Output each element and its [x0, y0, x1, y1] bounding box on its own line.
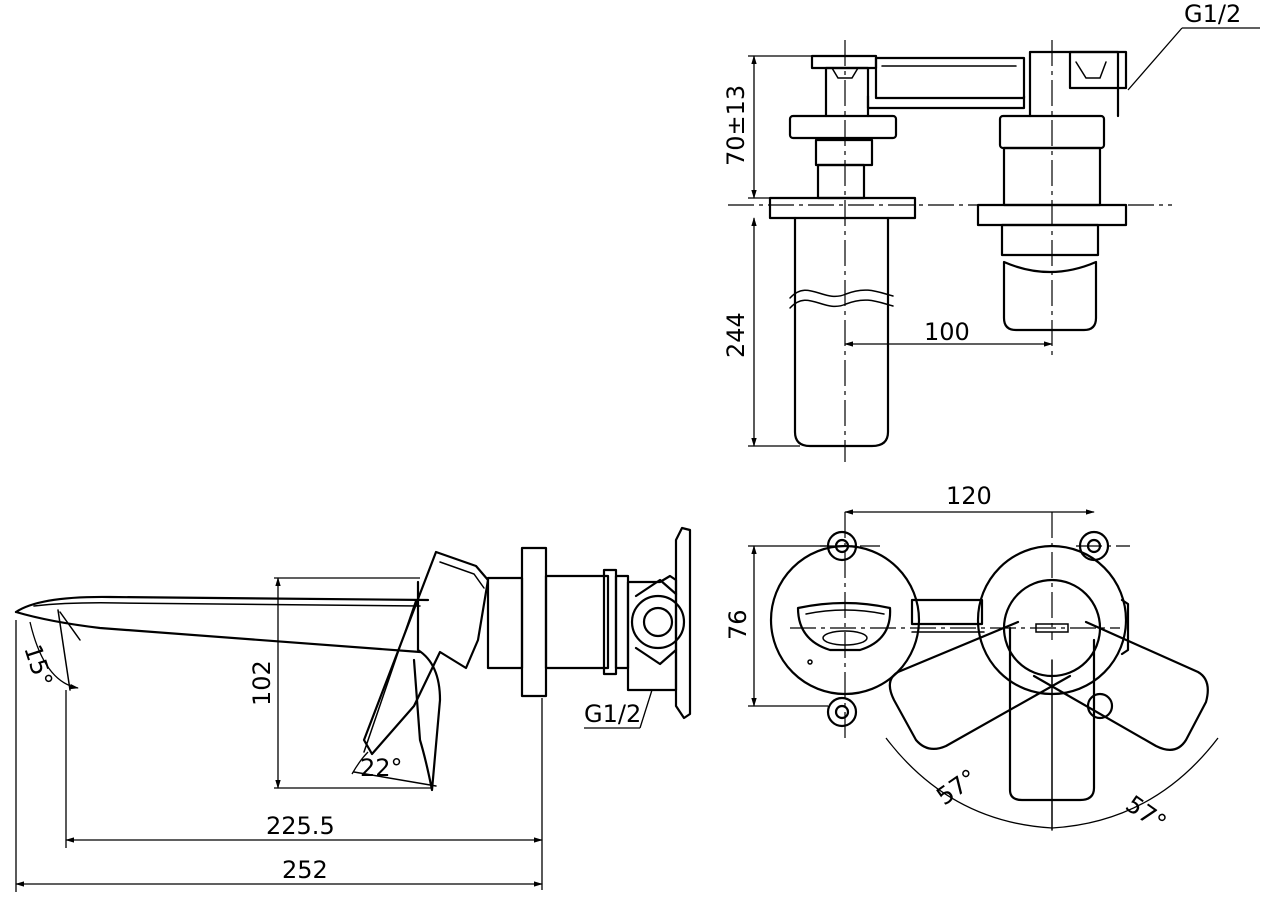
front-elevation-view: G1/2 70±13 244 100 [722, 0, 1260, 462]
connection-pipe [866, 56, 1026, 110]
centre-offset-label: 100 [924, 318, 970, 346]
spout-reach-label: 225.5 [266, 812, 335, 840]
spout-outlet [796, 601, 892, 652]
lever-angle-label: 22° [360, 754, 403, 782]
spout-angle-label: 15° [18, 641, 58, 690]
plate-span-label: 120 [946, 482, 992, 510]
wall-depth-label: 244 [722, 312, 750, 358]
overall-length-label: 252 [282, 856, 328, 884]
plate-height-label: 76 [724, 609, 752, 640]
lever-handle [362, 550, 490, 756]
inlet-port-outer [630, 594, 686, 650]
lever-left-swing [888, 620, 1072, 751]
lever-center [1008, 626, 1096, 802]
inlet-port-inner [642, 606, 674, 638]
plan-view: 57° 57° 120 76 [724, 482, 1219, 837]
body-outline [412, 580, 442, 792]
side-elevation-view: 15° 22° G1/2 102 [14, 526, 692, 892]
mixer-body [976, 50, 1128, 332]
lever-right-swing [1032, 620, 1209, 751]
mounting-plate [674, 526, 692, 720]
swing-right-label: 57° [1121, 790, 1172, 837]
lever-height-label: 102 [248, 660, 276, 706]
thread-top-label: G1/2 [1184, 0, 1241, 28]
spout-top-edge [14, 595, 430, 614]
thread-side-label: G1/2 [584, 700, 641, 728]
spout-body [768, 54, 917, 448]
link-bar [910, 598, 984, 626]
thread-top-leader [1127, 27, 1183, 91]
swing-left-label: 57° [931, 764, 982, 811]
height-adjust-label: 70±13 [722, 85, 750, 166]
